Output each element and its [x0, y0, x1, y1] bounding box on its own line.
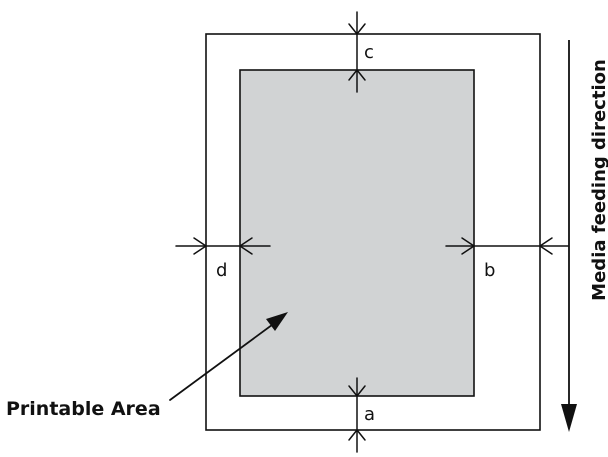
right-margin-indicator	[445, 237, 569, 255]
margin-label-b: b	[484, 260, 495, 281]
printable-area	[239, 69, 475, 397]
margin-label-d: d	[216, 260, 227, 281]
bottom-margin-indicator	[348, 377, 366, 453]
top-margin-indicator	[348, 11, 366, 93]
feed-direction-arrow	[561, 40, 577, 432]
printable-area-pointer	[169, 312, 288, 401]
margin-label-c: c	[364, 42, 374, 63]
left-margin-indicator	[175, 237, 271, 255]
margin-label-a: a	[364, 404, 375, 425]
printable-area-label: Printable Area	[6, 398, 161, 420]
feed-direction-label: Media feeding direction	[589, 59, 608, 301]
